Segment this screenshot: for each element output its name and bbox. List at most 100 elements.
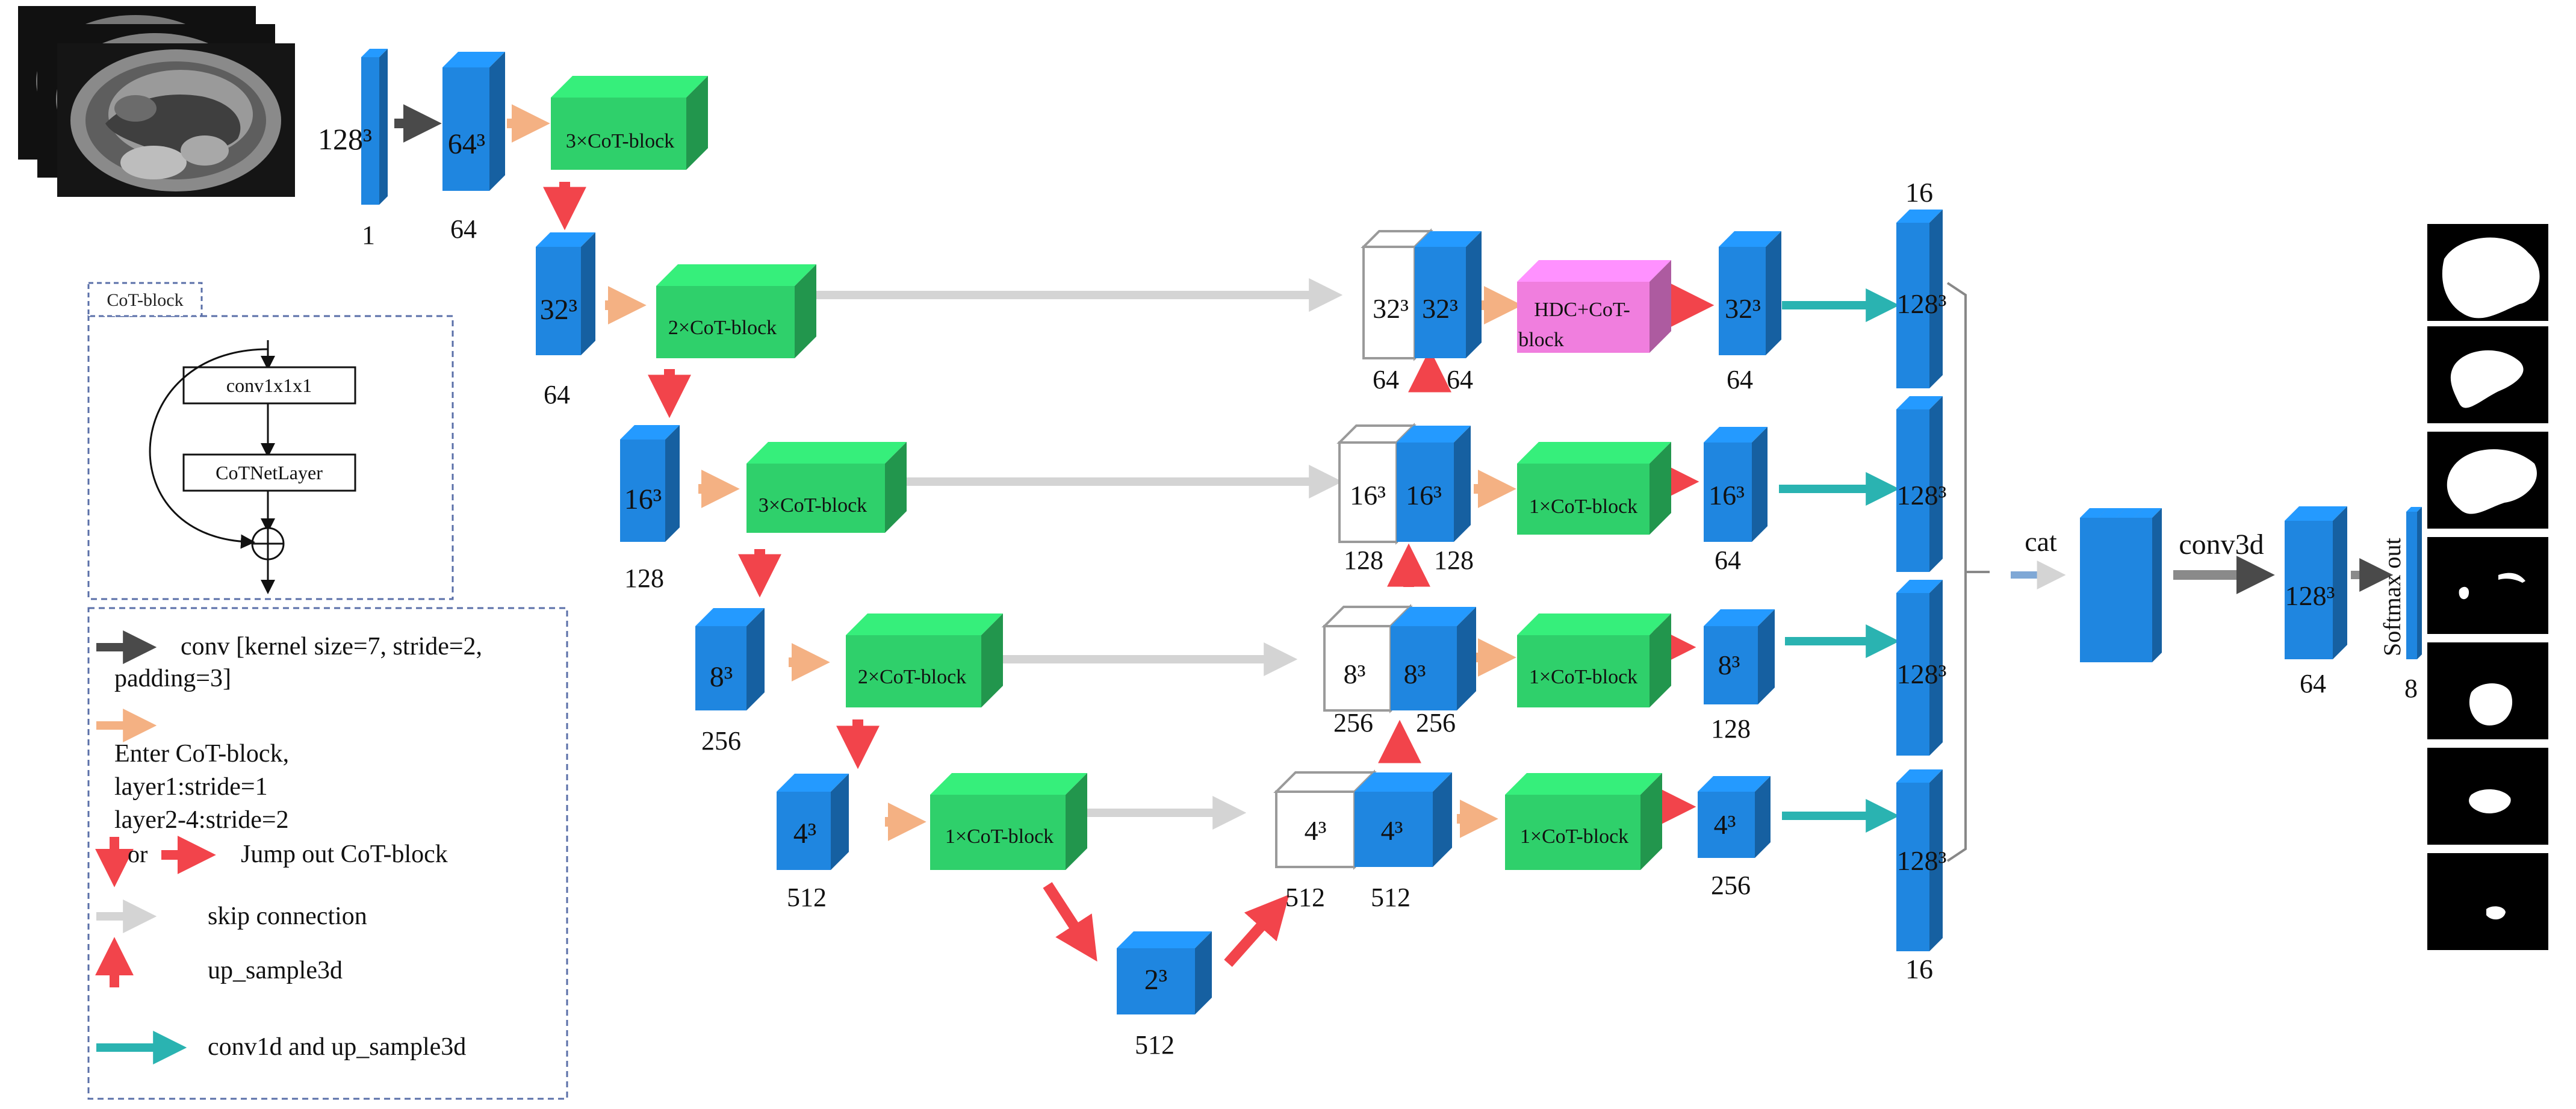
d1-hdc-block-top [1517, 260, 1671, 282]
head-out-size-label: 128³ [2285, 580, 2335, 611]
l4-block-side [831, 774, 849, 870]
bottom-block-side [1195, 931, 1212, 1014]
head-feature-2-side [1929, 396, 1943, 572]
legend-jump-label: Jump out CoT-block [241, 840, 448, 868]
d2-cot-block-front [1517, 464, 1650, 535]
d4-cot-block-front [1505, 795, 1640, 870]
bottom-size-label: 2³ [1144, 964, 1167, 996]
l4-block-front [777, 792, 831, 870]
d2-up-block-top [1397, 426, 1471, 443]
output-mask-4 [2425, 535, 2551, 636]
head-feature-4 [1896, 769, 1943, 951]
l4-cot-block-top [930, 773, 1087, 795]
cot-inset-title-box [87, 282, 203, 317]
d1-out-block-side [1766, 231, 1781, 355]
l3-cot-block-side [981, 614, 1003, 707]
input-volume-block-top [361, 49, 388, 57]
l3-size-label: 8³ [710, 661, 733, 693]
cot-inset-conv-label: conv1x1x1 [226, 374, 312, 396]
d2-up-block-front [1397, 443, 1454, 542]
d4-out-block [1698, 776, 1771, 858]
concat-block-3-front [2116, 518, 2134, 662]
d4-cot-block-side [1640, 773, 1662, 870]
d3-up-block [1391, 607, 1476, 710]
d2-up-size-label: 16³ [1406, 480, 1442, 511]
d3-out-block-top [1704, 609, 1775, 626]
head-feature-4-size: 128³ [1897, 845, 1947, 876]
d1-up-block-side [1466, 231, 1482, 358]
d3-up-size-label: 8³ [1404, 659, 1426, 689]
output-mask-5 [2425, 640, 2551, 742]
d3-out-block-side [1758, 609, 1775, 704]
legend-up-label: up_sample3d [208, 957, 343, 984]
l3-cot-label: 2×CoT-block [858, 666, 966, 688]
output-mask-2-region [2450, 350, 2524, 408]
l4-cot-block-front [930, 795, 1066, 870]
d1-up-block [1415, 231, 1482, 358]
l2-cot-label: 3×CoT-block [759, 494, 867, 517]
d3-up-channels-label: 256 [1416, 708, 1456, 738]
softmax-label: Softmax out [2379, 538, 2406, 656]
stem-block-side [489, 52, 505, 191]
l2-cot-block-front [746, 464, 885, 533]
d1-out-block [1719, 231, 1781, 355]
output-masks [2425, 222, 2551, 952]
cot-block-inset: CoT-block conv1x1x1 CoTNetLayer [87, 282, 454, 600]
head-feature-2-front [1896, 409, 1929, 572]
head-bottom-channels-label: 16 [1905, 954, 1933, 984]
output-mask-4-region [2459, 573, 2525, 600]
head-out-block [2285, 506, 2347, 659]
output-mask-3-region [2447, 449, 2537, 514]
output-mask-5-region [2469, 683, 2513, 725]
head-feature-2-top [1896, 396, 1943, 409]
d2-cot-block-top [1517, 442, 1671, 464]
d2-cot-label: 1×CoT-block [1529, 495, 1637, 518]
d4-skip-size-label: 4³ [1305, 815, 1327, 846]
l2-block-top [620, 425, 680, 440]
concat-block-1-front [2080, 518, 2098, 662]
input-channels-label: 1 [362, 220, 375, 250]
l1-cot-block-side [795, 264, 816, 358]
d1-out-channels-label: 64 [1727, 365, 1753, 394]
concat-block-1-top [2080, 508, 2108, 518]
d4-skip-channels-label: 512 [1285, 883, 1325, 912]
l2-block-side [665, 425, 680, 542]
d4-up-block-front [1355, 792, 1433, 867]
head-out-block-front [2285, 521, 2333, 659]
d3-out-block-front [1704, 626, 1758, 704]
stem-size-label: 64³ [448, 128, 485, 160]
head-feature-1 [1896, 210, 1943, 388]
head-feature-3 [1896, 580, 1943, 756]
l4-block [777, 774, 849, 870]
d2-out-channels-label: 64 [1715, 545, 1741, 575]
d3-up-block-side [1457, 607, 1476, 710]
d1-hdc-block [1517, 260, 1671, 353]
d2-up-block [1397, 426, 1471, 542]
bottom-block-top [1117, 931, 1212, 948]
d3-cot-block [1517, 614, 1671, 707]
input-volume-block [361, 49, 388, 205]
d4-out-channels-label: 256 [1711, 871, 1751, 900]
d3-cot-block-front [1517, 635, 1650, 707]
head-out-block-side [2333, 506, 2347, 659]
l1-block-top [536, 232, 595, 247]
head-out-channels-label: 64 [2300, 669, 2326, 698]
d4-cot-label: 1×CoT-block [1520, 825, 1628, 848]
d1-hdc-label-2: block [1518, 329, 1564, 351]
l3-cot-block [846, 614, 1003, 707]
l3-block [695, 608, 765, 710]
head-out-block-top [2285, 506, 2347, 521]
l4-cot-block-side [1066, 773, 1087, 870]
concat-block-4-side [2152, 508, 2162, 662]
l4-cot-label: 1×CoT-block [945, 825, 1054, 848]
legend-or-label: or [128, 840, 147, 868]
d1-skip-size-label: 32³ [1373, 293, 1409, 324]
stage1-cot-block [551, 76, 708, 170]
block-layer [361, 49, 2422, 1014]
head-feature-3-size: 128³ [1897, 659, 1947, 689]
d1-up-channels-label: 64 [1447, 365, 1473, 394]
stage1-cot-label: 3×CoT-block [566, 130, 674, 152]
cot-inset-border [87, 315, 454, 600]
l4-cot-block [930, 773, 1087, 870]
